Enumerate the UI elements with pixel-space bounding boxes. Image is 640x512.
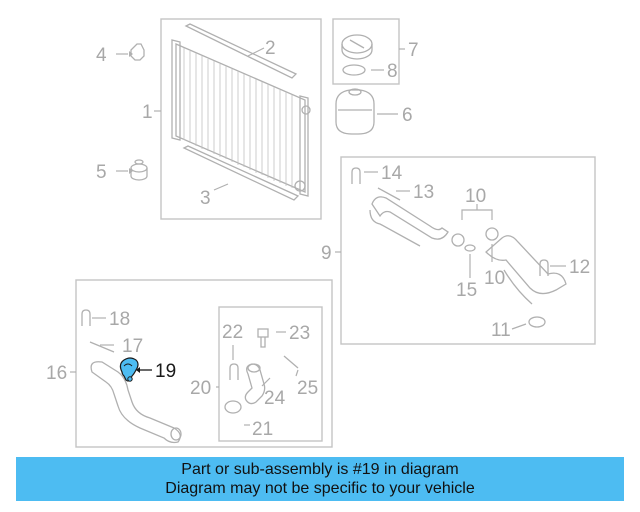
callout-3: 3	[200, 188, 211, 209]
hose-clip-19-drawing	[119, 357, 139, 382]
lower-hose-drawing	[90, 361, 182, 444]
lower-hose-group-box	[75, 279, 333, 448]
callout-14: 14	[381, 163, 403, 184]
clip-22-drawing	[229, 363, 239, 380]
callout-5: 5	[96, 162, 107, 183]
upper-bracket-drawing	[184, 23, 298, 79]
info-banner: Part or sub-assembly is #19 in diagram D…	[16, 457, 624, 501]
leader-lines	[70, 47, 566, 426]
banner-line-disclaimer: Diagram may not be specific to your vehi…	[165, 480, 475, 497]
callout-20: 20	[190, 378, 211, 399]
callout-1: 1	[142, 102, 153, 123]
callout-12: 12	[569, 257, 590, 278]
callout-6: 6	[402, 105, 413, 126]
radiator-drawing	[171, 39, 311, 197]
callout-23: 23	[289, 323, 310, 344]
lower-bracket-drawing	[182, 145, 300, 201]
callout-25: 25	[297, 378, 318, 399]
callout-2: 2	[265, 38, 276, 59]
cap-seal-drawing	[342, 64, 366, 76]
clamp-17-drawing	[89, 341, 115, 353]
callout-24: 24	[264, 388, 286, 409]
callout-22: 22	[222, 322, 243, 343]
callout-10-top: 10	[465, 186, 486, 207]
callout-19-highlighted: 19	[155, 361, 176, 382]
hose-clip-12-drawing	[539, 259, 549, 276]
callout-18: 18	[109, 309, 130, 330]
callout-17: 17	[122, 336, 143, 357]
hose-clamp-13-drawing	[377, 187, 401, 201]
banner-line-part: Part or sub-assembly is #19 in diagram	[181, 461, 459, 478]
cap-group-box	[332, 18, 400, 85]
reservoir-cap-drawing	[341, 34, 373, 60]
expansion-tank-drawing	[335, 88, 375, 135]
upper-hose-drawing	[369, 196, 449, 247]
callout-16: 16	[46, 363, 67, 384]
callout-10-bottom: 10	[484, 268, 505, 289]
thermostat-group-box	[218, 306, 323, 442]
callout-8: 8	[387, 61, 398, 82]
seal-21-drawing	[224, 400, 242, 414]
flange-hose-drawing	[485, 235, 567, 305]
callout-21: 21	[252, 419, 273, 440]
callout-4: 4	[96, 45, 107, 66]
radiator-group-box	[160, 18, 322, 220]
clamp-25-drawing	[283, 355, 299, 369]
callout-7: 7	[408, 40, 419, 61]
callout-13: 13	[413, 182, 434, 203]
thermostat-housing-24-drawing	[244, 363, 266, 405]
callout-15: 15	[456, 280, 477, 301]
clip-18-drawing	[81, 309, 91, 326]
callout-9: 9	[321, 243, 332, 264]
sensor-23-drawing	[257, 328, 269, 348]
pipe-clip-14-drawing	[351, 167, 361, 184]
lower-insulator-drawing	[130, 159, 148, 181]
callout-11: 11	[491, 320, 511, 341]
connector-10-drawing	[451, 227, 499, 252]
upper-mount-drawing	[130, 43, 145, 61]
hose-group-box	[340, 156, 596, 345]
o-ring-11-drawing	[528, 316, 546, 328]
